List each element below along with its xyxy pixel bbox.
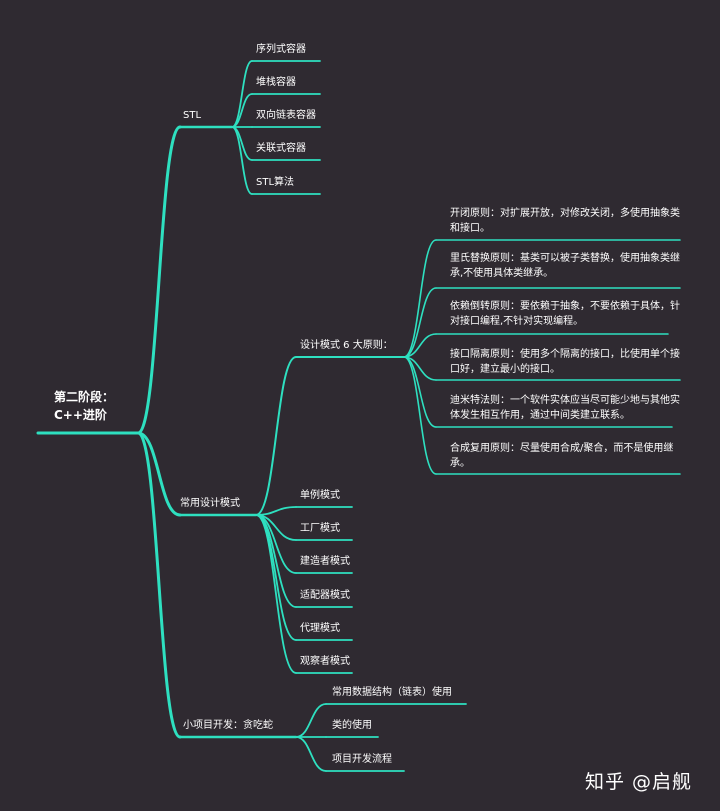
stl-item-connector xyxy=(231,60,253,128)
root-node: 第二阶段： C++进阶 xyxy=(54,388,114,424)
project-item-connector xyxy=(295,703,327,738)
pattern-connector xyxy=(255,514,297,674)
stl-branch-label: STL xyxy=(183,110,202,121)
root-to-design-connector xyxy=(136,431,182,517)
root-to-stl-connector xyxy=(136,125,182,435)
pattern-connector xyxy=(255,514,297,641)
zhihu-watermark: 知乎 @启舰 xyxy=(585,771,693,793)
principle-item: 接口隔离原则：使用多个隔离的接口，比使用单个接口好，建立最小的接口。 xyxy=(450,349,680,375)
stl-item-connector xyxy=(231,93,253,128)
stl-item: 关联式容器 xyxy=(256,143,306,154)
principle-connector xyxy=(403,333,437,358)
pattern-item: 建造者模式 xyxy=(300,556,350,567)
root-title-line1: 第二阶段： xyxy=(54,390,115,404)
principles-label: 设计模式 6 大原则： xyxy=(300,340,393,351)
principle-item: 开闭原则：对扩展开放，对修改关闭，多使用抽象类和接口。 xyxy=(450,208,680,234)
pattern-item: 代理模式 xyxy=(300,623,340,634)
design-branch-label: 常用设计模式 xyxy=(180,498,240,509)
principle-connector xyxy=(403,287,437,358)
project-item-connector xyxy=(295,736,327,772)
principle-item: 合成复用原则：尽量使用合成/聚合，而不是使用继承。 xyxy=(450,443,674,469)
design-to-principles-connector xyxy=(255,356,297,516)
stl-item-connector xyxy=(231,126,253,195)
stl-item: 双向链表容器 xyxy=(256,110,316,121)
project-item: 常用数据结构（链表）使用 xyxy=(332,687,452,698)
stl-item: 堆栈容器 xyxy=(256,77,296,88)
stl-item: STL算法 xyxy=(256,177,295,188)
stl-item: 序列式容器 xyxy=(256,44,306,55)
root-title-line2: C++进阶 xyxy=(54,408,107,422)
pattern-item: 工厂模式 xyxy=(300,523,340,534)
principle-item: 迪米特法则：一个软件实体应当尽可能少地与其他实体发生相互作用，通过中间类建立联系… xyxy=(450,395,680,421)
project-branch-label: 小项目开发：贪吃蛇 xyxy=(183,720,273,731)
pattern-item: 观察者模式 xyxy=(300,656,350,667)
principle-connector xyxy=(403,356,437,475)
principle-item: 依赖倒转原则：要依赖于抽象，不要依赖于具体，针对接口编程,不针对实现编程。 xyxy=(450,301,680,327)
project-item: 类的使用 xyxy=(332,720,372,731)
principle-item: 里氏替换原则：基类可以被子类替换，使用抽象类继承,不使用具体类继承。 xyxy=(450,253,680,279)
pattern-item: 单例模式 xyxy=(300,490,340,501)
project-item: 项目开发流程 xyxy=(332,754,392,765)
pattern-item: 适配器模式 xyxy=(300,590,350,601)
principle-connector xyxy=(403,239,437,358)
root-to-project-connector xyxy=(136,431,182,739)
